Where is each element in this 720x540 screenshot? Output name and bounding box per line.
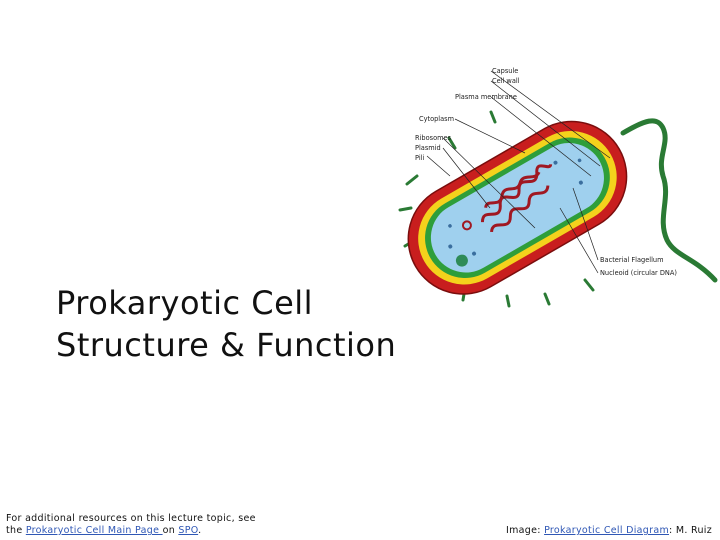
inclusion-body (455, 254, 468, 267)
resources-note-prefix: the (6, 525, 26, 536)
ribosomes (448, 158, 583, 256)
label-nucleoid: Nucleoid (circular DNA) (600, 269, 677, 277)
title-line-2: Structure & Function (56, 326, 397, 364)
title-line-1: Prokaryotic Cell (56, 284, 314, 322)
prokaryotic-cell-main-page-link[interactable]: Prokaryotic Cell Main Page (25, 525, 163, 536)
slide-title: Prokaryotic Cell Structure & Function (56, 282, 396, 366)
image-credit-author: : M. Ruiz (669, 525, 712, 536)
label-cytoplasm: Cytoplasm (419, 115, 454, 123)
label-flagellum: Bacterial Flagellum (600, 256, 664, 264)
resources-note-line-2: the Prokaryotic Cell Main Page on SPO. (6, 525, 256, 537)
label-plasma-membrane: Plasma membrane (455, 93, 517, 101)
prokaryotic-cell-diagram-link[interactable]: Prokaryotic Cell Diagram (544, 525, 670, 536)
image-credit: Image: Prokaryotic Cell Diagram: M. Ruiz (506, 525, 712, 537)
resources-note-line-1: For additional resources on this lecture… (6, 513, 256, 524)
label-capsule: Capsule (492, 67, 518, 75)
resources-note-middle: on (162, 525, 179, 536)
flagellum (620, 118, 718, 283)
spo-link[interactable]: SPO (178, 525, 199, 536)
label-plasmid: Plasmid (415, 144, 441, 152)
leader-lines (426, 70, 611, 274)
label-pili: Pili (415, 154, 424, 162)
resources-note-suffix: . (198, 525, 202, 536)
plasmid (461, 220, 472, 231)
image-credit-prefix: Image: (505, 525, 545, 536)
prokaryotic-cell-diagram: Capsule Cell wall Plasma membrane Cytopl… (398, 67, 718, 308)
nucleoid (480, 163, 553, 233)
resources-note: For additional resources on this lecture… (6, 513, 256, 537)
label-cell-wall: Cell wall (492, 77, 520, 85)
label-ribosomes: Ribosomes (415, 134, 452, 142)
